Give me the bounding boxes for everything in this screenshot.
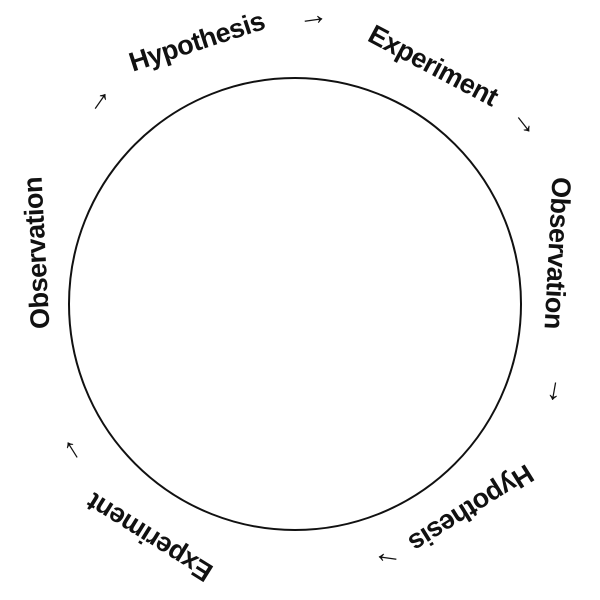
arrow-icon: → <box>295 0 331 34</box>
arrow-icon: → <box>369 544 405 581</box>
cycle-circle <box>68 77 522 531</box>
arrow-icon: → <box>539 374 578 410</box>
